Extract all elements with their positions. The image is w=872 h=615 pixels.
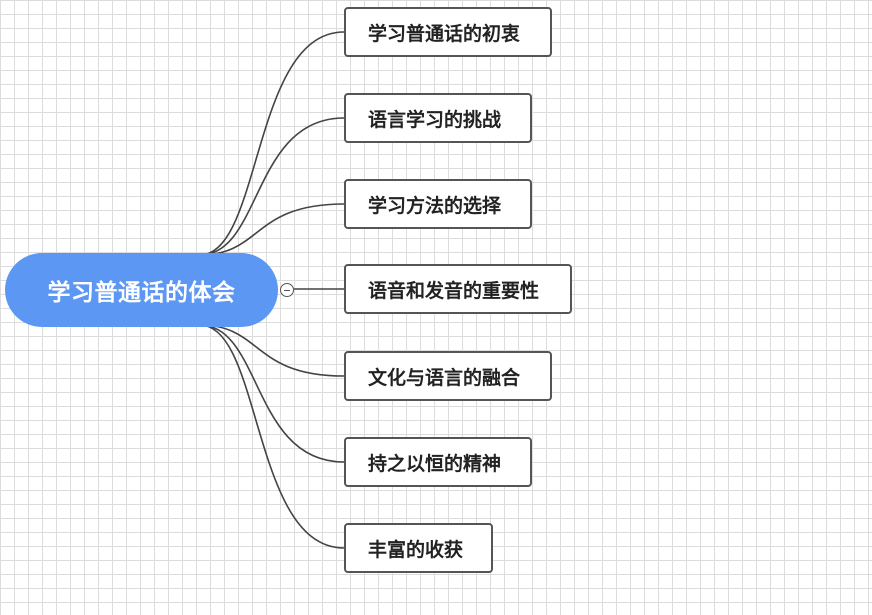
connector-line bbox=[199, 203, 345, 256]
subtopic-label: 学习方法的选择 bbox=[368, 194, 502, 217]
connector-line bbox=[199, 324, 345, 549]
subtopic-box[interactable]: 持之以恒的精神 bbox=[344, 437, 532, 487]
minus-circle-icon bbox=[284, 289, 290, 291]
subtopic-label: 文化与语言的融合 bbox=[368, 366, 521, 389]
subtopic-label: 持之以恒的精神 bbox=[368, 452, 502, 475]
subtopic-box[interactable]: 文化与语言的融合 bbox=[344, 351, 552, 401]
subtopic-label: 丰富的收获 bbox=[368, 538, 464, 561]
subtopic-label: 语音和发音的重要性 bbox=[368, 279, 540, 302]
connector-line bbox=[199, 31, 345, 256]
central-topic-label: 学习普通话的体会 bbox=[47, 280, 236, 306]
connector-line bbox=[199, 117, 345, 256]
subtopic-box[interactable]: 学习方法的选择 bbox=[344, 179, 532, 229]
connector-line bbox=[199, 324, 345, 463]
subtopic-label: 语言学习的挑战 bbox=[368, 108, 502, 131]
central-topic[interactable]: 学习普通话的体会 bbox=[5, 253, 278, 327]
subtopic-label: 学习普通话的初衷 bbox=[368, 22, 521, 45]
subtopic-box[interactable]: 语言学习的挑战 bbox=[344, 93, 532, 143]
connector-line bbox=[199, 324, 345, 377]
subtopic-box[interactable]: 语音和发音的重要性 bbox=[344, 264, 572, 314]
collapse-toggle-button[interactable] bbox=[280, 283, 294, 297]
subtopic-box[interactable]: 学习普通话的初衷 bbox=[344, 7, 552, 57]
subtopic-box[interactable]: 丰富的收获 bbox=[344, 523, 493, 573]
